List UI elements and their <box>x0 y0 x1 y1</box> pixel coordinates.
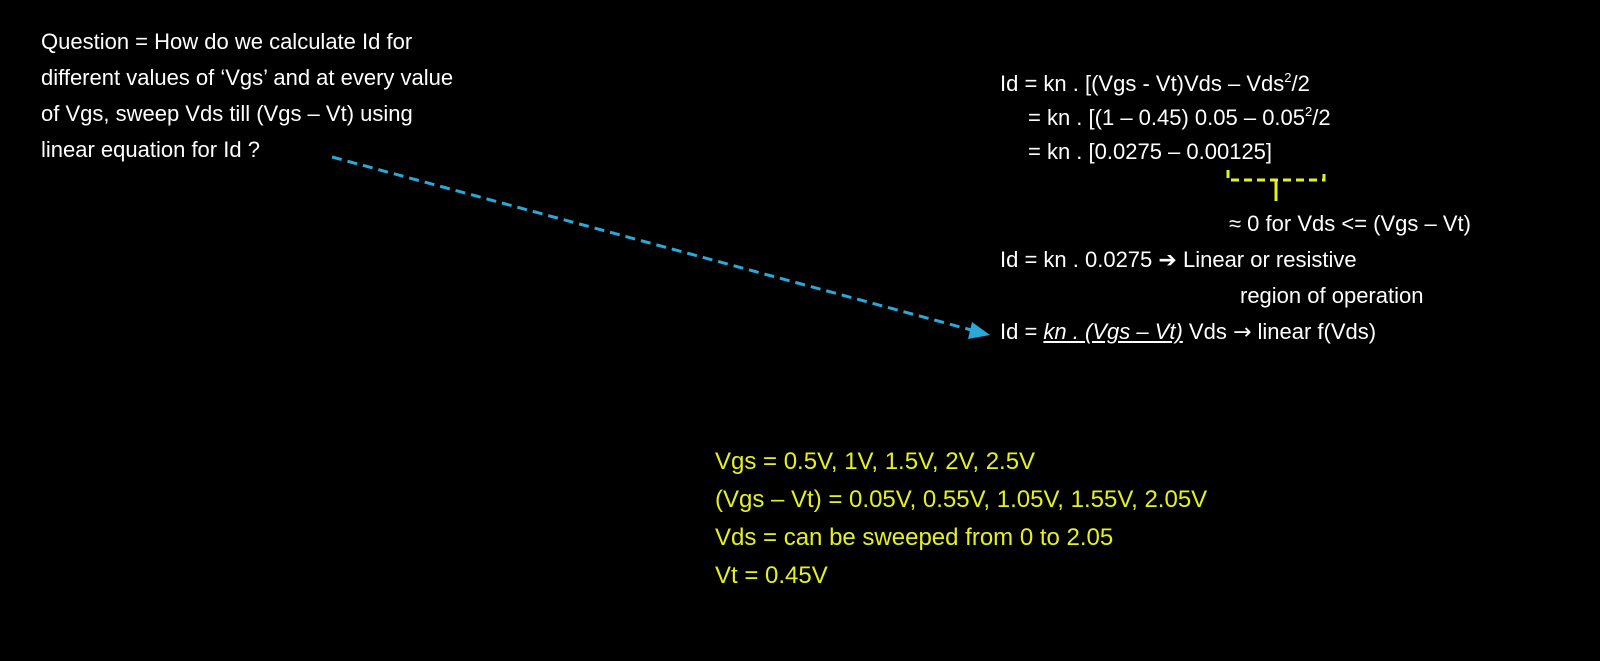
equation-line-2-tail: /2 <box>1312 105 1331 130</box>
arrow-head-icon <box>968 322 990 339</box>
equation-line-1-tail: /2 <box>1291 71 1310 96</box>
equation-line-6-underlined: kn . (Vgs – Vt) <box>1043 319 1183 344</box>
equation-line-5: region of operation <box>1240 283 1424 308</box>
question-line-2: different values of ‘Vgs’ and at every v… <box>41 65 454 90</box>
bracket-dashed <box>1226 170 1326 182</box>
equation-line-3: = kn . [0.0275 – 0.00125] <box>1028 139 1273 164</box>
equation-line-6: Id = kn . (Vgs – Vt) Vds → linear f(Vds) <box>1000 314 1376 351</box>
right-arrow-icon: ➔ <box>1158 248 1177 273</box>
equation-line-4: Id = kn . 0.0275 ➔ Linear or resistive <box>1000 242 1357 279</box>
dashed-connector-arrow <box>331 155 990 339</box>
equation-line-4-main: Id = kn . 0.0275 <box>1000 247 1153 272</box>
equation-line-2: = kn . [(1 – 0.45) 0.05 – 0.052/2 <box>1028 100 1331 136</box>
question-line-1: Question = How do we calculate Id for <box>41 29 413 54</box>
equation-line-1: Id = kn . [(Vgs - Vt)Vds – Vds2/2 <box>1000 66 1310 102</box>
equation-line-1-exponent: 2 <box>1284 70 1292 85</box>
equation-line-4-label: Linear or resistive <box>1182 247 1357 272</box>
question-line-3: of Vgs, sweep Vds till (Vgs – Vt) using <box>41 101 413 126</box>
dashed-arrow-line <box>331 155 976 333</box>
question-line-4: linear equation for Id ? <box>41 137 260 162</box>
underbrace-bracket <box>1226 170 1326 201</box>
param-line-4: Vt = 0.45V <box>715 562 828 589</box>
equation-line-1-main: Id = kn . [(Vgs - Vt)Vds – Vds <box>1000 71 1285 96</box>
equation-line-6-tail: linear f(Vds) <box>1251 319 1377 344</box>
approx-note: ≈ 0 for Vds <= (Vgs – Vt) <box>1229 211 1471 236</box>
equation-line-6-lead: Id = <box>1000 319 1044 344</box>
equation-line-2-main: = kn . [(1 – 0.45) 0.05 – 0.05 <box>1028 105 1306 130</box>
param-line-2: (Vgs – Vt) = 0.05V, 0.55V, 1.05V, 1.55V,… <box>715 486 1208 513</box>
param-line-3: Vds = can be sweeped from 0 to 2.05 <box>715 524 1114 551</box>
arrow-icon: → <box>1232 320 1252 345</box>
param-line-1: Vgs = 0.5V, 1V, 1.5V, 2V, 2.5V <box>715 448 1036 475</box>
equation-line-2-exponent: 2 <box>1305 104 1313 119</box>
equation-line-6-mid: Vds <box>1182 319 1233 344</box>
